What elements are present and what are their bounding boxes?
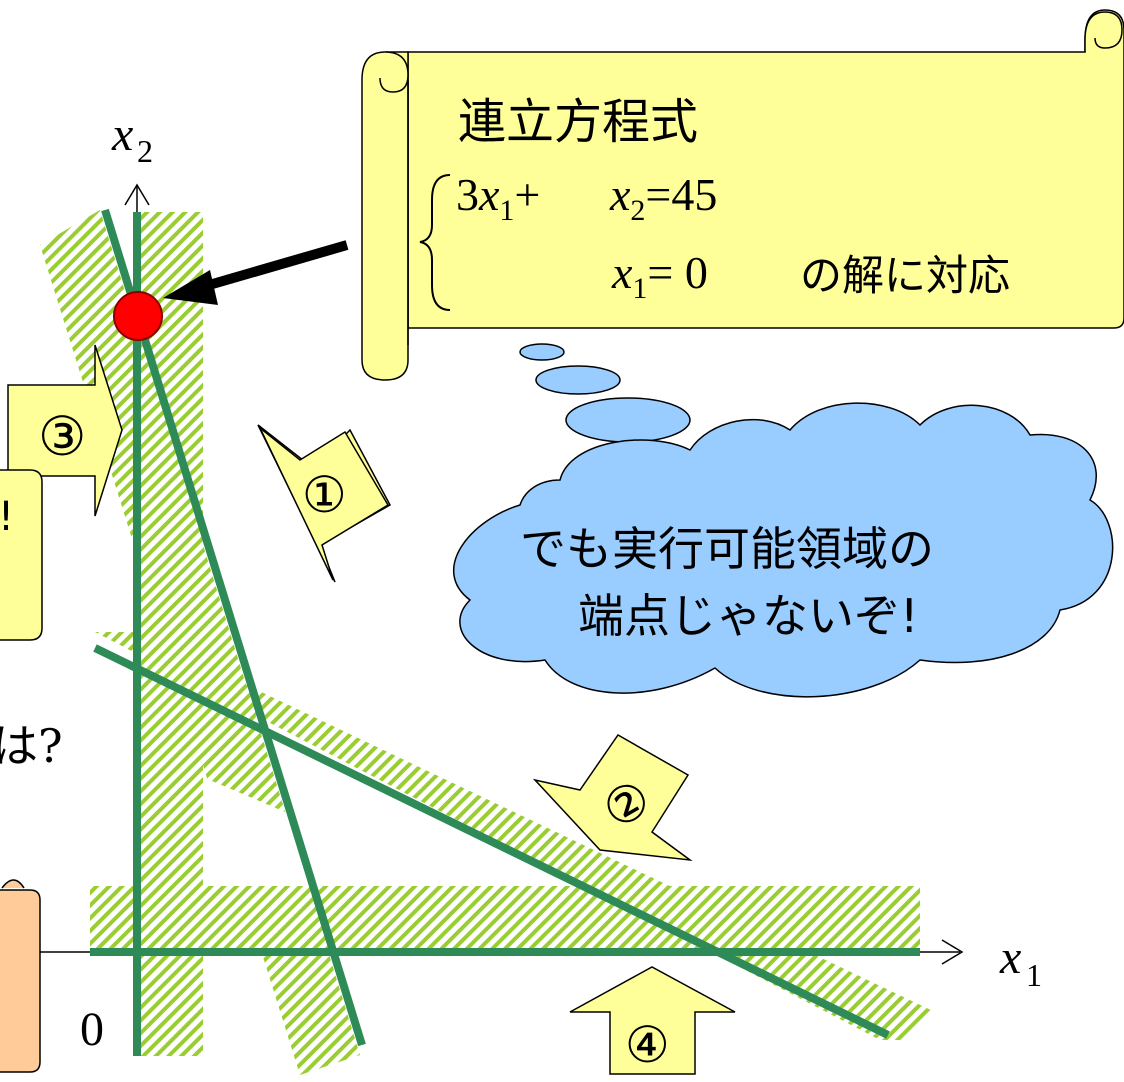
x2-axis-subscript: 2 bbox=[137, 133, 153, 169]
pointer-arrow-head-icon bbox=[163, 270, 218, 305]
line-constraint-2 bbox=[93, 644, 890, 1039]
x2-axis-label: x bbox=[111, 108, 133, 161]
equation-suffix: の解に対応 bbox=[800, 251, 1010, 300]
equation-1: 3x1+ bbox=[456, 169, 540, 227]
block-arrow-constraint-2: ② bbox=[532, 734, 693, 862]
solution-point bbox=[113, 291, 163, 341]
region-interior bbox=[205, 778, 460, 886]
left-side-scroll bbox=[0, 879, 41, 1073]
scroll-left-curl-icon bbox=[379, 51, 409, 93]
line-constraint-1 bbox=[101, 208, 366, 1047]
scroll-title: 連立方程式 bbox=[458, 94, 698, 150]
left-note-text: ! bbox=[0, 494, 14, 540]
block-arrow-constraint-1: ① bbox=[257, 424, 392, 583]
left-partial-text: は? bbox=[0, 719, 63, 773]
band-constraint-4 bbox=[90, 886, 920, 952]
thought-bubble bbox=[519, 343, 691, 443]
equation-1-rhs: x2=45 bbox=[609, 169, 717, 227]
cloud-text-line-1: でも実行可能領域の bbox=[520, 522, 934, 576]
scroll-top-curl-icon bbox=[1084, 11, 1123, 52]
x2-axis-arrow-icon bbox=[124, 183, 150, 206]
cloud-callout: でも実行可能領域の 端点じゃないぞ! bbox=[453, 402, 1114, 698]
equation-2: x1= 0 bbox=[611, 247, 708, 305]
equation-brace bbox=[419, 174, 451, 311]
constraint-1-label: ① bbox=[302, 466, 347, 524]
scroll-note: 連立方程式 3x1+ x2=45 x1= 0 の解に対応 bbox=[361, 9, 1124, 381]
x1-axis-arrow-icon bbox=[941, 939, 964, 965]
x1-axis-subscript: 1 bbox=[1026, 957, 1042, 993]
constraint-3-label: ③ bbox=[38, 405, 86, 468]
block-arrow-constraint-4: ④ bbox=[569, 966, 736, 1075]
x1-axis-label: x bbox=[999, 931, 1021, 984]
cloud-text-line-2: 端点じゃないぞ! bbox=[578, 589, 918, 643]
constraint-4-label: ④ bbox=[625, 1016, 670, 1074]
left-note-fragment: ! bbox=[0, 469, 43, 641]
constraint-lines bbox=[90, 208, 920, 1056]
origin-label: 0 bbox=[80, 1003, 104, 1056]
